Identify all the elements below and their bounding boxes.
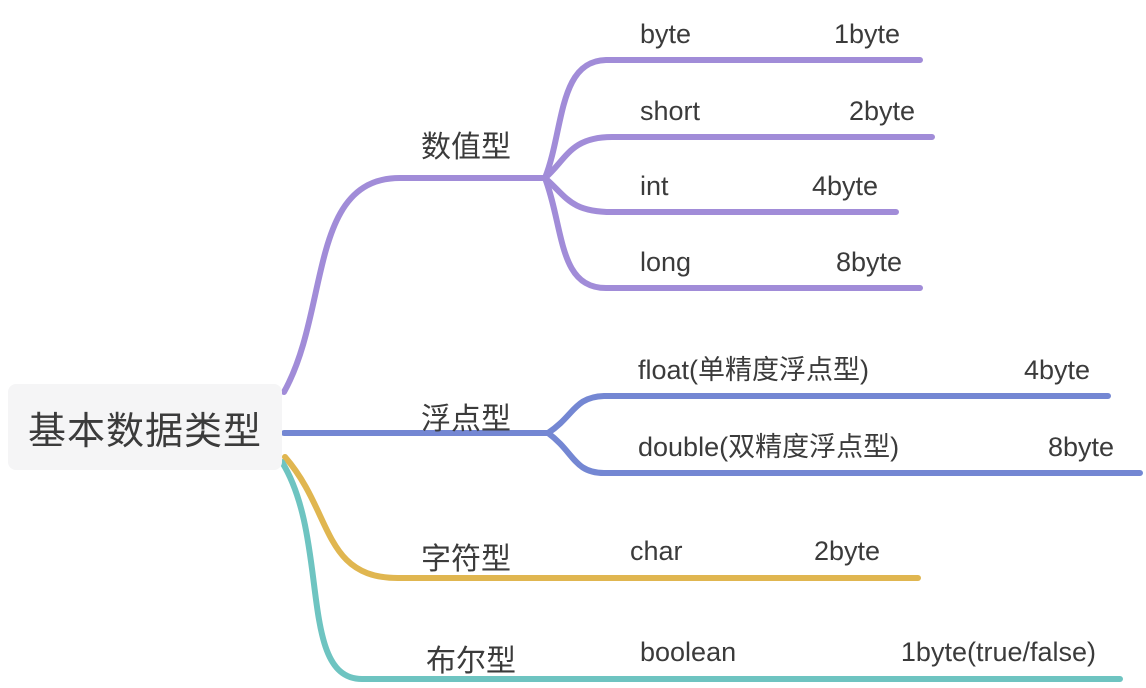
leaf-size: 8byte	[1047, 432, 1114, 462]
leaf-size: 4byte	[811, 171, 878, 201]
branch-line-boolean	[279, 459, 1123, 682]
leaf-node-float[interactable]: float(单精度浮点型) 4byte	[638, 354, 1090, 386]
leaf-node-char[interactable]: char 2byte	[630, 535, 880, 567]
leaf-line-float	[545, 393, 1111, 436]
leaf-name: byte	[640, 19, 692, 49]
root-node[interactable]: 基本数据类型	[8, 384, 282, 470]
leaf-name: char	[630, 536, 683, 566]
leaf-size: 2byte	[813, 536, 880, 566]
branch-label-numeric[interactable]: 数值型	[421, 131, 511, 164]
branch-label-character[interactable]: 字符型	[421, 543, 511, 576]
leaf-size: 1byte	[833, 19, 900, 49]
leaf-node-byte[interactable]: byte 1byte	[640, 18, 900, 50]
leaf-line-long	[542, 175, 923, 291]
leaf-size: 4byte	[1023, 355, 1090, 385]
leaf-size: 2byte	[848, 96, 915, 126]
leaf-node-long[interactable]: long 8byte	[640, 246, 902, 278]
leaf-name: long	[640, 247, 692, 277]
leaf-name: short	[640, 96, 701, 126]
leaf-size: 8byte	[835, 247, 902, 277]
branch-label-floating[interactable]: 浮点型	[421, 403, 511, 436]
leaf-name: int	[640, 171, 669, 201]
branch-line-character	[282, 454, 921, 581]
leaf-line-int	[542, 175, 899, 215]
leaf-node-double[interactable]: double(双精度浮点型) 8byte	[638, 431, 1114, 463]
branch-label-boolean[interactable]: 布尔型	[426, 645, 516, 678]
leaf-name: boolean	[640, 637, 737, 667]
leaf-node-int[interactable]: int 4byte	[640, 170, 878, 202]
branch-line-numeric	[281, 175, 548, 395]
leaf-line-double	[545, 430, 1143, 476]
leaf-name: double(双精度浮点型)	[638, 432, 900, 462]
leaf-line-short	[542, 134, 935, 181]
leaf-node-short[interactable]: short 2byte	[640, 95, 915, 127]
leaf-size: 1byte(true/false)	[900, 637, 1096, 667]
leaf-line-byte	[542, 57, 923, 181]
leaf-node-boolean[interactable]: boolean 1byte(true/false)	[640, 636, 1096, 668]
leaf-name: float(单精度浮点型)	[638, 355, 870, 385]
